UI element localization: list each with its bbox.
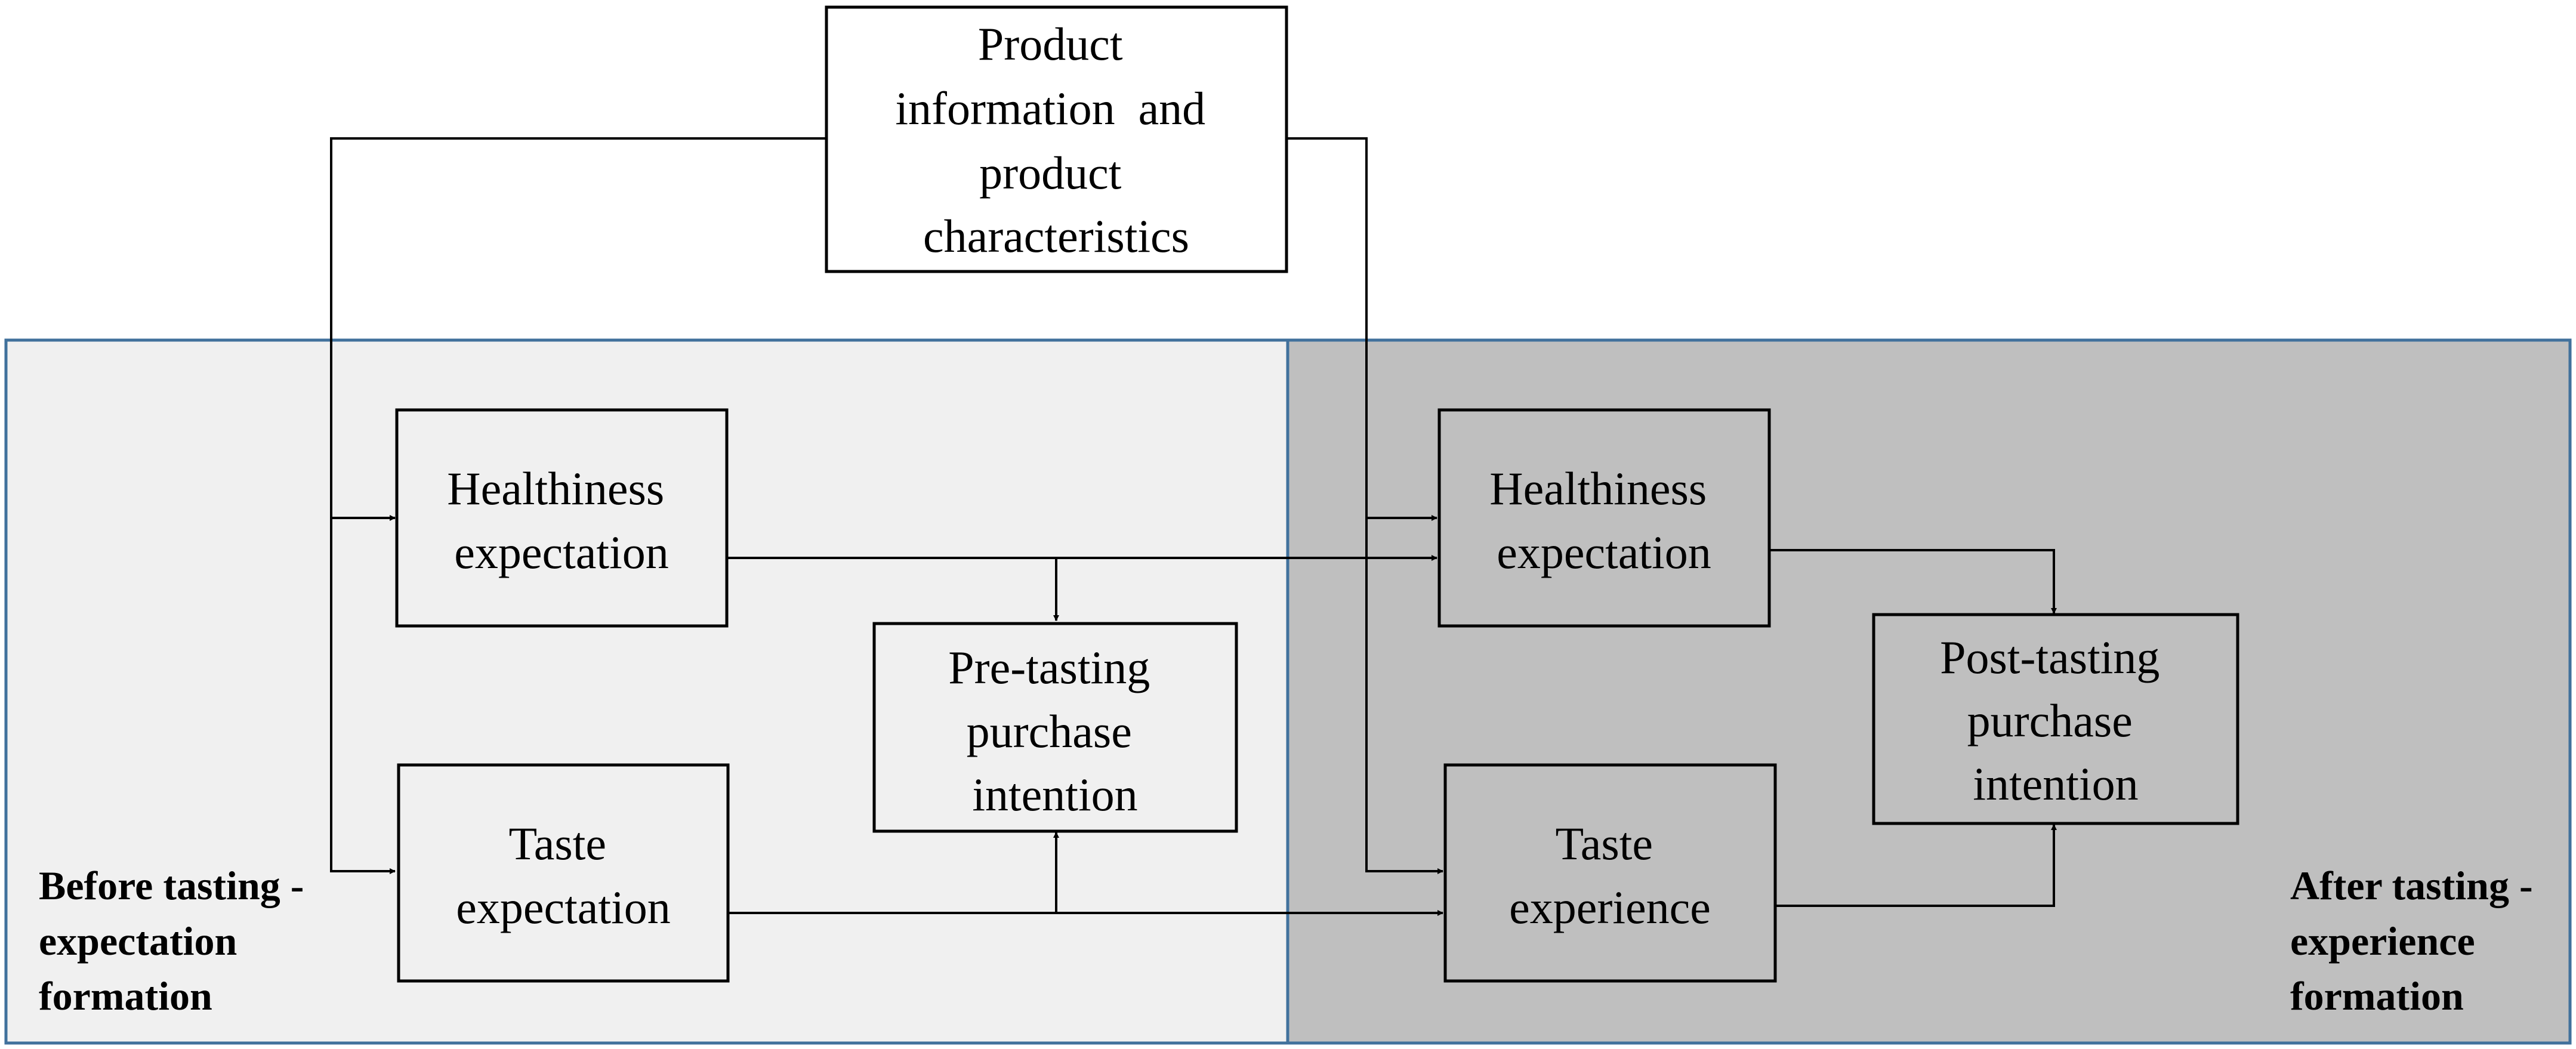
- arrow-healthiness-post-to-post-purchase: [1769, 549, 2057, 614]
- taste-pre-line-2: expectation: [456, 881, 671, 933]
- arrow-product-to-healthiness-pre: [330, 137, 826, 521]
- taste-post-line-2: experience: [1509, 881, 1711, 933]
- healthiness-pre-line-2: expectation: [454, 526, 669, 578]
- product-info-line-2: information and: [895, 82, 1205, 134]
- healthiness-expectation-pre-box: [395, 408, 729, 628]
- taste-expectation-pre-box: [397, 763, 730, 983]
- arrow-product-to-taste-post: [1365, 518, 1443, 874]
- healthiness-post-line-1: Healthiness: [1489, 462, 1707, 514]
- healthiness-expectation-post-box: [1437, 408, 1771, 628]
- product-info-box: [825, 5, 1288, 273]
- arrow-taste-post-to-post-purchase: [1775, 824, 2057, 907]
- healthiness-expectation-pre-label: Healthiness expectation: [447, 462, 675, 578]
- pre-purchase-line-1: Pre-tasting: [948, 641, 1150, 693]
- post-purchase-line-1: Post-tasting: [1940, 631, 2159, 683]
- taste-experience-post-label: Taste experience: [1509, 817, 1711, 933]
- taste-post-line-1: Taste: [1556, 817, 1653, 869]
- post-tasting-purchase-box: [1872, 613, 2239, 825]
- product-info-line-3: product: [979, 147, 1122, 199]
- pre-tasting-purchase-label: Pre-tasting purchase intention: [948, 641, 1161, 820]
- connectors: [330, 137, 2057, 916]
- before-phase-line-3: formation: [39, 973, 212, 1019]
- after-phase-line-2: experience: [2290, 918, 2475, 964]
- pre-tasting-purchase-box: [872, 622, 1238, 833]
- product-info-line-4: characteristics: [923, 210, 1189, 262]
- after-phase-line-3: formation: [2290, 973, 2464, 1019]
- pre-purchase-line-2: purchase: [967, 705, 1132, 757]
- healthiness-pre-line-1: Healthiness: [447, 462, 664, 514]
- after-phase-line-1: After tasting -: [2290, 863, 2533, 908]
- after-tasting-phase-label: After tasting - experience formation: [2290, 863, 2543, 1019]
- pre-purchase-line-3: intention: [972, 769, 1137, 820]
- taste-expectation-pre-label: Taste expectation: [456, 817, 671, 933]
- post-purchase-line-2: purchase: [1967, 695, 2133, 746]
- taste-pre-line-1: Taste: [509, 817, 606, 869]
- before-phase-line-1: Before tasting -: [39, 863, 304, 908]
- post-tasting-purchase-label: Post-tasting purchase intention: [1940, 631, 2171, 810]
- arrow-product-to-healthiness-post: [1287, 137, 1437, 521]
- product-info-line-1: Product: [978, 18, 1123, 70]
- before-phase-line-2: expectation: [39, 918, 237, 964]
- product-info-label: Product information and product characte…: [895, 18, 1217, 262]
- healthiness-post-line-2: expectation: [1497, 526, 1711, 578]
- arrow-product-to-taste-pre: [330, 518, 396, 874]
- before-tasting-phase-label: Before tasting - expectation formation: [39, 863, 314, 1019]
- healthiness-expectation-post-label: Healthiness expectation: [1489, 462, 1718, 578]
- post-purchase-line-3: intention: [1973, 758, 2138, 810]
- taste-experience-post-box: [1443, 763, 1777, 983]
